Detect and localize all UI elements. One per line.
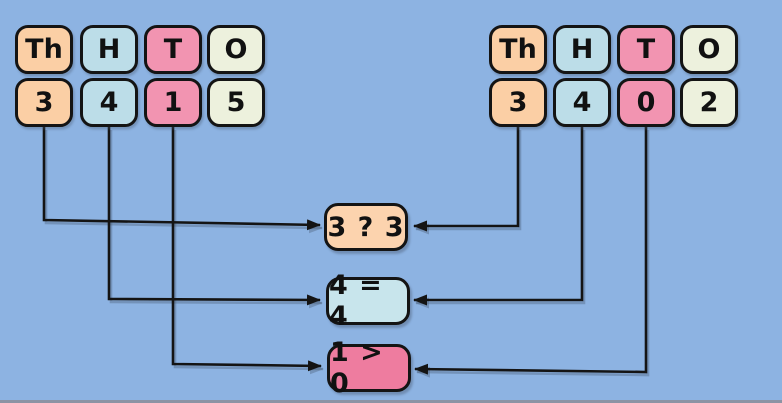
right-digit-hundreds: 4	[553, 78, 611, 127]
right-header-o: O	[680, 25, 738, 74]
left-digit-ones: 5	[207, 78, 265, 127]
arrow-left-thousands	[42, 127, 321, 231]
left-header-h: H	[80, 25, 138, 74]
right-header-th: Th	[489, 25, 547, 74]
left-digit-hundreds: 4	[80, 78, 138, 127]
left-header-t: T	[144, 25, 202, 74]
arrow-shadows	[44, 130, 650, 378]
comparison-box-tens: 1 > 0	[327, 337, 411, 399]
left-header-th: Th	[15, 25, 73, 74]
slide-bottom-edge	[0, 400, 782, 403]
arrow-right-hundreds	[413, 127, 584, 306]
arrow-left-hundreds	[107, 127, 321, 306]
right-digit-tens: 0	[617, 78, 675, 127]
arrow-left-tens	[171, 127, 322, 372]
left-digit-thousands: 3	[15, 78, 73, 127]
arrow-right-tens	[414, 127, 648, 375]
right-header-t: T	[617, 25, 675, 74]
comparison-box-thousands: 3 ? 3	[324, 203, 408, 251]
right-digit-thousands: 3	[489, 78, 547, 127]
right-digit-ones: 2	[680, 78, 738, 127]
comparison-box-hundreds: 4 = 4	[326, 270, 410, 332]
right-header-h: H	[553, 25, 611, 74]
left-digit-tens: 1	[144, 78, 202, 127]
left-header-o: O	[207, 25, 265, 74]
arrow-right-thousands	[413, 127, 520, 232]
